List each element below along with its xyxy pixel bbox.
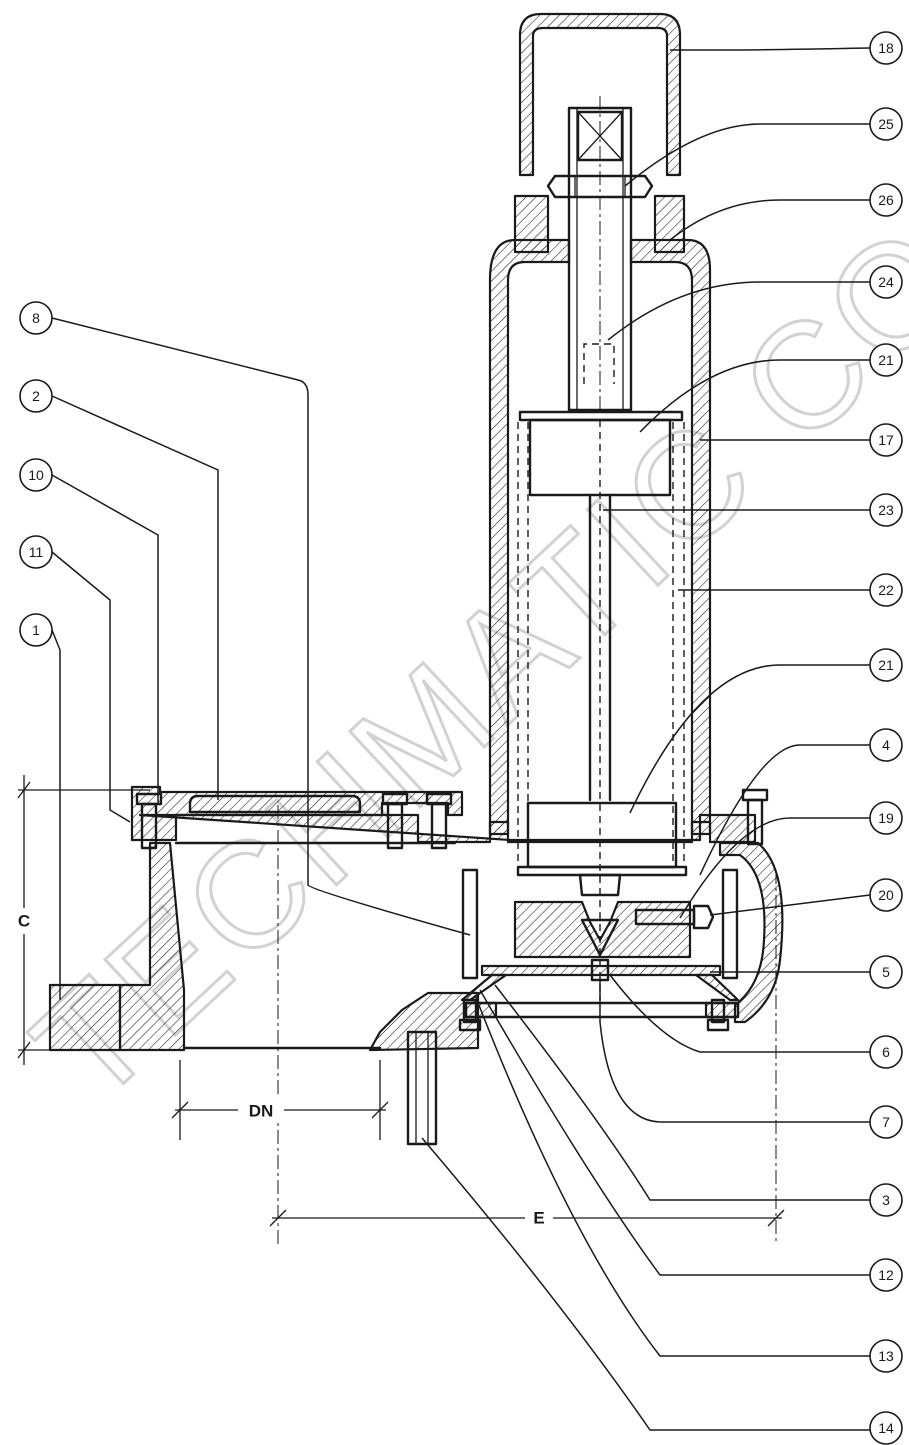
outlet-housing	[718, 841, 784, 1024]
leader-lines	[51, 47, 871, 1431]
svg-text:23: 23	[878, 502, 894, 518]
cap-part-18	[513, 12, 686, 254]
guide-rods	[461, 868, 739, 980]
svg-text:20: 20	[878, 887, 894, 903]
callout-10: 10	[19, 458, 53, 492]
dimension-c-label: C	[18, 912, 30, 931]
callout-22: 22	[869, 573, 903, 607]
callout-21-upper: 21	[869, 343, 903, 377]
svg-text:21: 21	[878, 657, 894, 673]
studs-nuts-parts-10-11	[135, 788, 769, 1032]
drain-plug-part-14	[406, 1030, 438, 1146]
callout-11: 11	[19, 535, 53, 569]
dimension-e-label: E	[533, 1209, 544, 1228]
svg-text:24: 24	[878, 274, 894, 290]
body-part-1	[48, 785, 480, 1052]
callout-12: 12	[869, 1258, 903, 1292]
dimension-c: C	[10, 775, 150, 1065]
callout-24: 24	[869, 265, 903, 299]
svg-text:2: 2	[32, 388, 40, 404]
callout-8: 8	[19, 301, 53, 335]
callout-4: 4	[869, 728, 903, 762]
callout-26: 26	[869, 183, 903, 217]
dimension-dn-label: DN	[249, 1102, 274, 1121]
svg-text:8: 8	[32, 310, 40, 326]
callout-17: 17	[869, 423, 903, 457]
callout-19: 19	[869, 801, 903, 835]
svg-text:18: 18	[878, 40, 894, 56]
callout-21-lower: 21	[869, 648, 903, 682]
svg-text:1: 1	[32, 622, 40, 638]
ring-assembly-parts-12-13	[464, 1001, 740, 1019]
disc-holder	[513, 900, 692, 959]
svg-text:22: 22	[878, 582, 894, 598]
svg-text:5: 5	[882, 964, 890, 980]
svg-text:11: 11	[29, 544, 44, 560]
svg-text:4: 4	[882, 737, 890, 753]
svg-text:19: 19	[878, 810, 894, 826]
svg-text:14: 14	[878, 1420, 894, 1436]
callout-18: 18	[869, 31, 903, 65]
callout-14: 14	[869, 1411, 903, 1445]
lower-spring-plate-part-21	[516, 801, 688, 897]
callout-23: 23	[869, 493, 903, 527]
callout-5: 5	[869, 955, 903, 989]
lock-nut-part-25	[546, 174, 654, 199]
callout-3: 3	[869, 1183, 903, 1217]
dimension-e: E	[269, 1205, 785, 1231]
centerlines	[277, 96, 777, 1245]
dimension-dn: DN	[171, 1060, 389, 1140]
callout-6: 6	[869, 1035, 903, 1069]
callout-2: 2	[19, 379, 53, 413]
svg-text:6: 6	[882, 1044, 890, 1060]
callout-13: 13	[869, 1339, 903, 1373]
svg-text:17: 17	[878, 432, 894, 448]
lifting-screw-part-20	[634, 904, 715, 930]
svg-text:10: 10	[28, 467, 44, 483]
svg-text:26: 26	[878, 192, 894, 208]
callout-1: 1	[19, 613, 53, 647]
svg-text:3: 3	[882, 1192, 890, 1208]
svg-text:13: 13	[878, 1348, 894, 1364]
svg-text:7: 7	[882, 1114, 890, 1130]
spring-part-22	[517, 422, 685, 862]
svg-text:12: 12	[878, 1267, 894, 1283]
callout-7: 7	[869, 1105, 903, 1139]
callout-25: 25	[869, 107, 903, 141]
spindle-part-23	[588, 420, 612, 1000]
bonnet-flange	[138, 813, 757, 844]
svg-text:25: 25	[878, 116, 894, 132]
callout-20: 20	[869, 878, 903, 912]
svg-text:21: 21	[878, 352, 894, 368]
disc-part-5	[480, 958, 722, 982]
